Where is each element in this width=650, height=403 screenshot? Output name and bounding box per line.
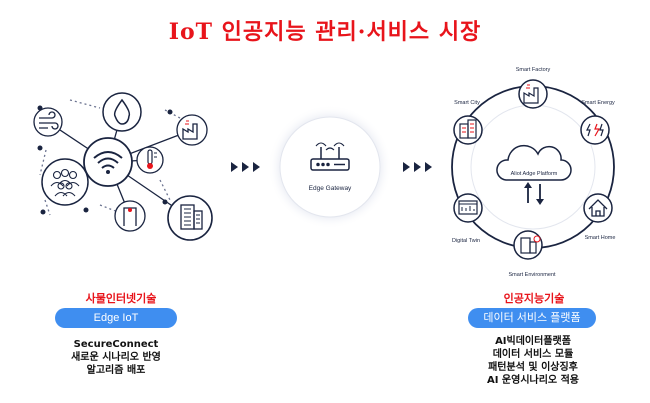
smart-energy-label: Smart Energy — [581, 100, 615, 106]
smart-energy-node — [580, 115, 610, 145]
factory-icon — [176, 114, 208, 146]
right-description: AI빅데이터플랫폼 데이터 서비스 모듈 패턴분석 및 이상징후 AI 운영시나… — [460, 335, 606, 387]
thermometer-icon — [136, 146, 164, 174]
digital-twin-node — [453, 193, 483, 223]
right-line: 데이터 서비스 모듈 — [492, 349, 574, 360]
arrow-right-icon — [231, 162, 260, 172]
water-drop-icon — [102, 92, 142, 132]
right-heading: 인공지능기술 — [503, 292, 565, 305]
wind-icon — [33, 107, 63, 137]
left-line: 새로운 시나리오 반영 — [71, 352, 161, 363]
smart-city-label: Smart City — [454, 100, 480, 106]
left-line: SecureConnect — [73, 339, 159, 350]
edge-iot-pill: Edge IoT — [55, 308, 177, 328]
page-title: IoT 인공지능 관리·서비스 시장 — [168, 19, 482, 45]
platform-ring — [451, 85, 615, 249]
cloud-icon — [496, 144, 572, 181]
digital-twin-label: Digital Twin — [452, 238, 480, 244]
smart-environment-node — [513, 230, 543, 260]
building-icon — [167, 195, 213, 241]
smart-factory-node — [518, 79, 548, 109]
left-line: 알고리즘 배포 — [86, 365, 146, 376]
data-platform-pill: 데이터 서비스 플랫폼 — [468, 308, 596, 328]
people-group-icon — [41, 158, 89, 206]
left-description: SecureConnect 새로운 시나리오 반영 알고리즘 배포 — [46, 338, 186, 377]
edge-gateway-label: Edge Gateway — [309, 185, 352, 192]
platform-label: Aliot Adge Platform — [511, 171, 558, 177]
street-lamp-icon — [114, 200, 146, 232]
smart-environment-label: Smart Environment — [508, 272, 556, 278]
right-line: AI 운영시나리오 적용 — [486, 375, 580, 386]
sync-arrows-icon — [524, 182, 544, 205]
smart-factory-label: Smart Factory — [516, 67, 551, 73]
left-heading: 사물인터넷기술 — [85, 292, 157, 305]
router-icon — [310, 142, 350, 171]
smart-home-node — [583, 193, 613, 223]
edge-gateway-node — [268, 105, 392, 229]
right-line: 패턴분석 및 이상징후 — [488, 362, 578, 373]
wifi-icon — [83, 137, 133, 187]
smart-city-node — [453, 115, 483, 145]
right-line: AI빅데이터플랫폼 — [495, 336, 571, 347]
smart-home-label: Smart Home — [585, 235, 616, 241]
arrow-right-icon — [403, 162, 432, 172]
